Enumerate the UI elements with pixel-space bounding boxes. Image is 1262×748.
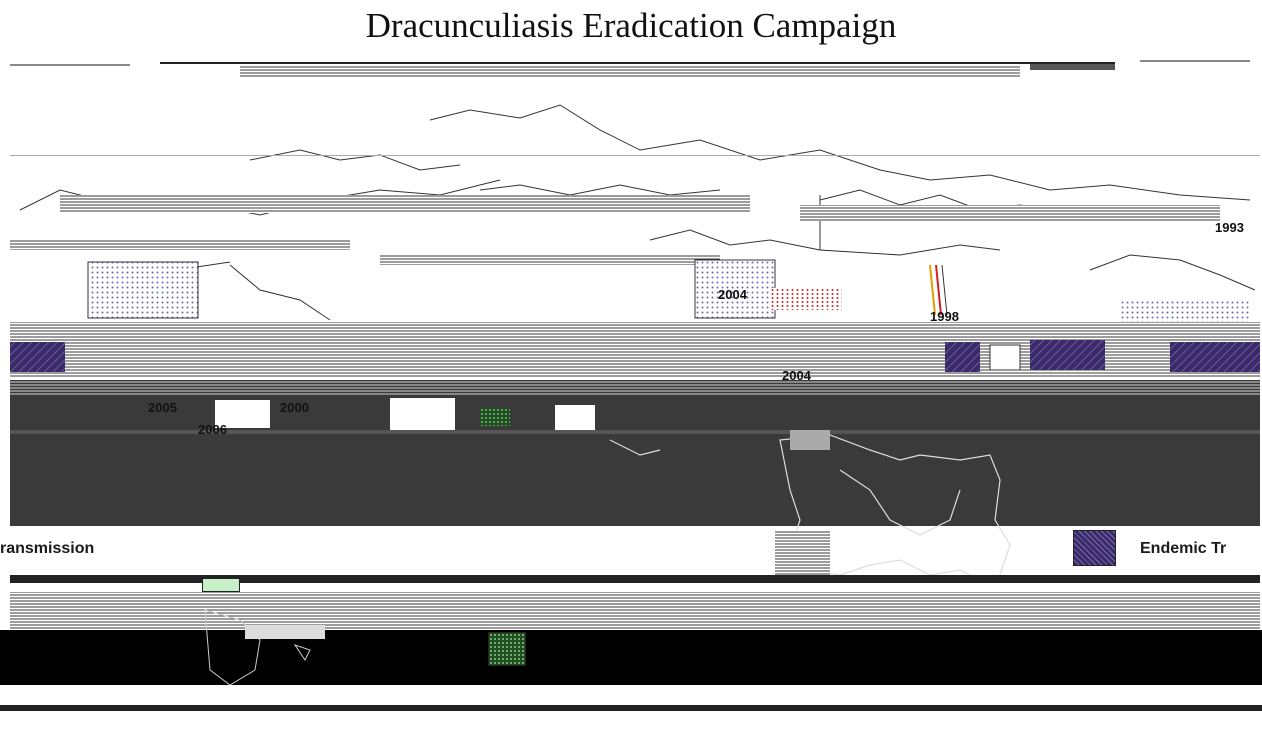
endemic-region-west <box>10 342 65 372</box>
legend-label-left: ransmission <box>0 540 95 557</box>
highlight-lines <box>929 264 948 316</box>
upper-band-clutter <box>10 155 1260 265</box>
year-2006: 2006 <box>198 422 227 437</box>
year-2005: 2005 <box>148 400 177 415</box>
lower-dark-region <box>10 380 1260 526</box>
region-dotted-west <box>87 261 199 319</box>
legend-area <box>0 575 1262 711</box>
year-2000: 2000 <box>280 400 309 415</box>
endemic-region-east2 <box>1170 342 1260 372</box>
region-red-dotted <box>770 288 842 310</box>
endemic-region-east1 <box>1030 340 1105 370</box>
legend-label-right: Endemic Tr <box>1140 540 1227 557</box>
year-2004a: 2004 <box>718 287 748 302</box>
map-title: Dracunculiasis Eradication Campaign <box>365 6 897 45</box>
middle-band <box>10 322 1260 377</box>
year-1993: 1993 <box>1215 220 1244 235</box>
legend-swatch-endemic <box>1073 530 1116 566</box>
legend-swatch-certified <box>202 578 240 592</box>
endemic-region-mid <box>945 342 980 372</box>
year-labels: 1993 2004 1998 2004 2005 2006 2000 <box>148 220 1244 437</box>
year-2004b: 2004 <box>782 368 812 383</box>
region-dotted-central <box>694 259 776 319</box>
year-1998: 1998 <box>930 309 959 324</box>
legend-swatch-precertification <box>488 632 526 666</box>
subtitle-strip <box>10 60 1250 78</box>
